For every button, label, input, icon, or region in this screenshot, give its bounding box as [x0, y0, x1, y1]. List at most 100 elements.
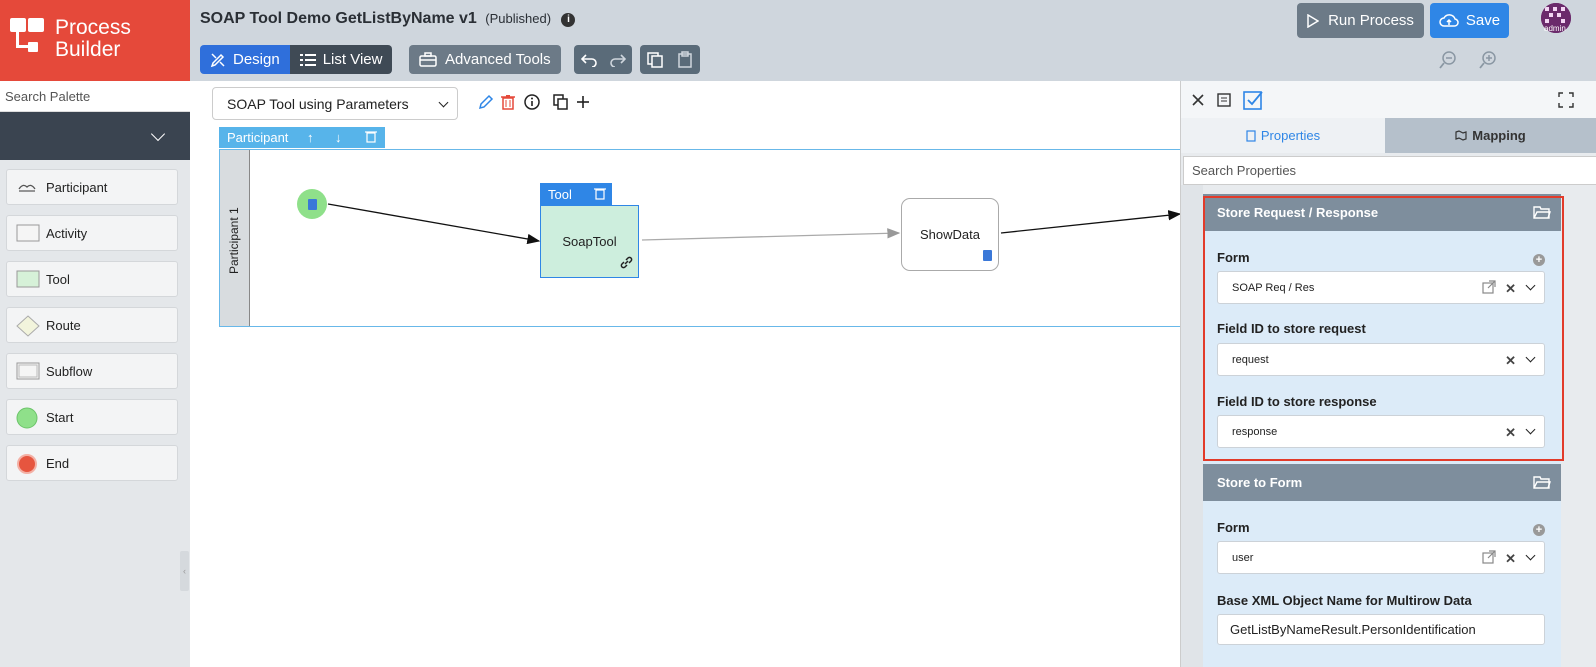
process-select-value: SOAP Tool using Parameters	[227, 95, 409, 112]
redo-icon[interactable]	[603, 45, 632, 74]
avatar[interactable]	[1541, 3, 1571, 33]
duplicate-icon[interactable]	[552, 93, 570, 111]
palette-item-label: Start	[46, 410, 74, 425]
chevron-down-icon[interactable]	[1525, 550, 1536, 561]
list-icon	[299, 53, 316, 66]
design-button[interactable]: Design	[200, 45, 290, 74]
request-field-value: request	[1232, 353, 1269, 366]
palette-item-route[interactable]: Route	[6, 307, 178, 343]
chevron-down-icon	[150, 126, 166, 142]
chevron-down-icon[interactable]	[1525, 280, 1536, 291]
move-down-icon[interactable]: ↓	[335, 130, 342, 145]
clear-icon[interactable]: ✕	[1505, 425, 1516, 440]
tool-toolbar[interactable]: Tool	[540, 183, 612, 205]
participant-icon	[16, 177, 38, 197]
move-up-icon[interactable]: ↑	[307, 130, 314, 145]
clear-icon[interactable]: ✕	[1505, 353, 1516, 368]
properties-scroll-area[interactable]: Store Request / Response Form + SOAP Req…	[1181, 185, 1596, 667]
lane-label: Participant 1	[220, 150, 250, 326]
trash-icon[interactable]	[499, 93, 517, 111]
link-icon	[620, 256, 633, 272]
info-circle-icon[interactable]	[523, 93, 541, 111]
logo-mark-icon	[10, 18, 44, 56]
edit-icon[interactable]	[477, 93, 495, 111]
palette-collapse-handle[interactable]: ‹	[180, 551, 189, 591]
lane-label-text: Participant 1	[227, 207, 241, 274]
tab-mapping[interactable]: Mapping	[1385, 118, 1596, 153]
participant-tab-label: Participant	[227, 130, 289, 145]
tool-node-soaptool[interactable]: SoapTool	[540, 205, 639, 278]
design-icon	[210, 52, 225, 67]
palette-item-activity[interactable]: Activity	[6, 215, 178, 251]
folder-open-icon[interactable]	[1533, 204, 1551, 220]
zoom-in-icon[interactable]	[1478, 50, 1498, 70]
request-field-select[interactable]: request ✕	[1217, 343, 1545, 376]
design-canvas[interactable]: SOAP Tool using Parameters Participant ↑…	[190, 81, 1180, 667]
palette-search-input[interactable]: Search Palette	[0, 81, 190, 112]
delete-tool-icon[interactable]	[594, 187, 606, 203]
briefcase-icon	[419, 52, 437, 67]
list-view-button[interactable]: List View	[289, 45, 393, 74]
form-icon[interactable]	[1215, 91, 1233, 109]
add-circle-icon[interactable]: +	[1533, 524, 1545, 536]
info-icon[interactable]: i	[561, 13, 576, 27]
tool-node-label: SoapTool	[562, 234, 617, 249]
response-field-select[interactable]: response ✕	[1217, 415, 1545, 448]
section-header[interactable]: Store Request / Response	[1203, 194, 1561, 231]
clear-icon[interactable]: ✕	[1505, 281, 1516, 296]
section-header[interactable]: Store to Form	[1203, 464, 1561, 501]
chevron-down-icon[interactable]	[1525, 424, 1536, 435]
base-xml-object-input[interactable]: GetListByNameResult.PersonIdentification	[1217, 614, 1545, 645]
palette-item-tool[interactable]: Tool	[6, 261, 178, 297]
app-logo[interactable]: Process Builder	[0, 0, 190, 81]
add-circle-icon[interactable]: +	[1533, 254, 1545, 266]
external-link-icon[interactable]	[1482, 550, 1496, 564]
panel-tabs: Properties Mapping	[1181, 118, 1596, 153]
logo-text-line1: Process	[55, 16, 131, 39]
palette-sidebar: Search Palette Participant Activity Tool…	[0, 81, 190, 667]
participant-toolbar[interactable]: Participant ↑ ↓	[219, 127, 385, 148]
palette-item-end[interactable]: End	[6, 445, 178, 481]
chevron-down-icon	[438, 97, 449, 108]
paste-icon[interactable]	[670, 45, 700, 74]
delete-participant-icon[interactable]	[365, 130, 377, 146]
properties-search-input[interactable]: Search Properties	[1183, 156, 1596, 185]
advanced-tools-button[interactable]: Advanced Tools	[409, 45, 561, 74]
design-label: Design	[233, 51, 280, 68]
external-link-icon[interactable]	[1482, 280, 1496, 294]
process-select[interactable]: SOAP Tool using Parameters	[212, 87, 458, 120]
palette-item-label: Route	[46, 318, 81, 333]
palette-item-participant[interactable]: Participant	[6, 169, 178, 205]
close-icon[interactable]	[1189, 91, 1207, 109]
form-select[interactable]: SOAP Req / Res ✕	[1217, 271, 1545, 304]
run-process-button[interactable]: Run Process	[1297, 3, 1424, 38]
undo-redo-group	[574, 45, 632, 74]
start-node[interactable]	[297, 189, 327, 219]
save-button[interactable]: Save	[1430, 3, 1509, 38]
folder-open-icon[interactable]	[1533, 474, 1551, 490]
palette-item-subflow[interactable]: Subflow	[6, 353, 178, 389]
tab-properties[interactable]: Properties	[1181, 118, 1385, 153]
palette-category-dropdown[interactable]	[0, 112, 190, 160]
avatar-label: admin	[1544, 24, 1566, 33]
route-icon	[16, 315, 40, 337]
palette-item-start[interactable]: Start	[6, 399, 178, 435]
chevron-down-icon[interactable]	[1525, 352, 1536, 363]
undo-icon[interactable]	[574, 45, 603, 74]
palette-item-label: Tool	[46, 272, 70, 287]
document-icon	[308, 199, 317, 210]
field-label: Base XML Object Name for Multirow Data	[1217, 593, 1472, 608]
activity-node-showdata[interactable]: ShowData	[901, 198, 999, 271]
form-select[interactable]: user ✕	[1217, 541, 1545, 574]
maximize-icon[interactable]	[1557, 91, 1575, 109]
checkbox-icon[interactable]	[1242, 89, 1264, 111]
zoom-out-icon[interactable]	[1438, 50, 1458, 70]
clear-icon[interactable]: ✕	[1505, 551, 1516, 566]
section-title: Store to Form	[1217, 475, 1303, 490]
add-icon[interactable]	[574, 93, 592, 111]
header: SOAP Tool Demo GetListByName v1 (Publish…	[190, 0, 1596, 81]
form-select-value: user	[1232, 551, 1254, 564]
participant-lane[interactable]: Participant 1	[219, 149, 1180, 327]
copy-icon[interactable]	[640, 45, 670, 74]
field-label: Field ID to store response	[1217, 394, 1377, 409]
